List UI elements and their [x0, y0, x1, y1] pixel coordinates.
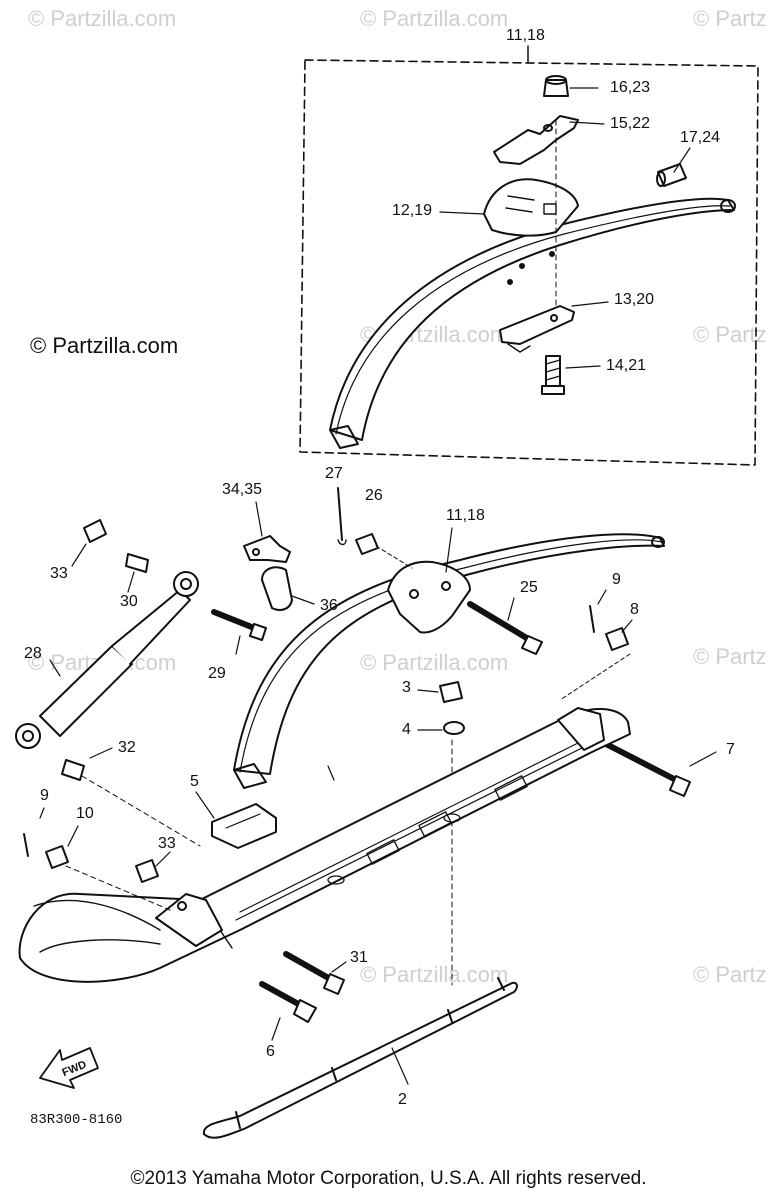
part-label: 25 [520, 579, 538, 596]
part-32-collar [61, 759, 85, 781]
part-label: 31 [350, 949, 368, 966]
part-8-nut [605, 627, 629, 651]
watermark: © Partzilla.com [360, 6, 509, 31]
part-33-nut-lower [135, 859, 159, 883]
part-3-nut [439, 681, 463, 703]
part-34-clamp [243, 535, 291, 563]
part-2-wear-bar [202, 981, 518, 1139]
leaf-spring-top [329, 197, 735, 441]
part-label: 34,35 [222, 481, 263, 498]
part-9-cotter-pin-left [23, 833, 29, 857]
part-27-cotter-pin [337, 487, 343, 541]
leaf-spring-main [233, 533, 665, 775]
part-label: 28 [24, 645, 42, 662]
assembly-dashed-box [299, 59, 759, 466]
part-label: 15,22 [610, 115, 651, 132]
watermark: © Partzilla.com [360, 650, 509, 675]
part-5-saddle [211, 803, 277, 849]
part-label: 16,23 [610, 79, 651, 96]
watermark: © Partz [693, 322, 767, 347]
part-label: 2 [398, 1091, 407, 1108]
part-label: 5 [190, 773, 199, 790]
part-31-bolt [283, 951, 335, 983]
part-26-nut [355, 533, 379, 555]
part-label: 13,20 [614, 291, 655, 308]
part-label: 30 [120, 593, 138, 610]
part-label: 9 [40, 787, 49, 804]
part-label: 14,21 [606, 357, 647, 374]
watermark: © Partzilla.com [28, 6, 177, 31]
copyright-notice: ©2013 Yamaha Motor Corporation, U.S.A. A… [130, 1168, 647, 1189]
part-label: 12,19 [392, 202, 433, 219]
part-label: 36 [320, 597, 338, 614]
part-12-bracket [483, 178, 579, 237]
part-15-clamp-plate [493, 115, 579, 165]
part-30-collar [125, 553, 149, 573]
part-label: 3 [402, 679, 411, 696]
spring-eye-main-front [233, 763, 267, 789]
watermark: © Partz [693, 6, 767, 31]
part-label: 9 [612, 571, 621, 588]
watermark: © Partz [693, 962, 767, 987]
part-17-collar [657, 163, 687, 187]
part-9-cotter-pin-right [589, 605, 595, 633]
part-25-bolt [467, 601, 533, 643]
part-6-bolt [259, 981, 305, 1009]
diagram-code: 83R300-8160 [30, 1112, 123, 1128]
part-label: 26 [365, 487, 383, 504]
part-label: 27 [325, 465, 343, 482]
part-33-nut-top [83, 519, 107, 543]
part-7-bolt [603, 741, 679, 783]
part-label: 11,18 [446, 507, 485, 524]
part-36-cap [261, 566, 293, 611]
part-label: 32 [118, 739, 136, 756]
spring-eye-top-front [329, 425, 359, 449]
watermark: © Partzilla.com [360, 962, 509, 987]
part-label: 11,18 [506, 27, 545, 44]
part-label: 33 [50, 565, 68, 582]
part-label: 17,24 [680, 129, 721, 146]
watermark-main: © Partzilla.com [30, 333, 179, 358]
part-29-bolt [211, 609, 257, 631]
part-13-lower-plate [499, 305, 575, 345]
part-4-washer [443, 721, 465, 735]
part-11-bracket-mid [387, 560, 471, 634]
part-label: 8 [630, 601, 639, 618]
ski-front-bracket [155, 893, 223, 947]
fwd-arrow-icon: FWD [39, 1047, 99, 1089]
watermark: © Partz [693, 644, 767, 669]
part-10-nut [45, 845, 69, 869]
part-label: 4 [402, 721, 411, 738]
part-label: 33 [158, 835, 176, 852]
ski-rear-bracket [557, 707, 605, 751]
ski-body [18, 708, 631, 983]
part-label: 10 [76, 805, 94, 822]
part-label: 6 [266, 1043, 275, 1060]
part-28-shock-absorber [39, 645, 133, 737]
part-label: 7 [726, 741, 735, 758]
part-label: 29 [208, 665, 226, 682]
